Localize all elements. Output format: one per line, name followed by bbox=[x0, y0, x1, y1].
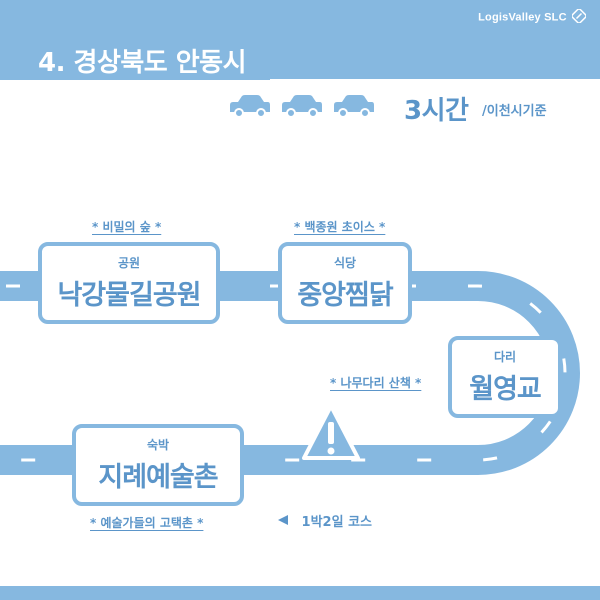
warning-icon bbox=[302, 404, 360, 460]
car-icon bbox=[282, 95, 322, 118]
stop-note-lodging: * 예술가들의 고택촌 * bbox=[90, 516, 204, 530]
logo-mark-icon bbox=[571, 8, 587, 26]
stop-name: 낙강물길공원 bbox=[57, 280, 201, 311]
stop-box-lodging: 숙박 지례예술촌 bbox=[72, 424, 244, 506]
car-icon-row bbox=[230, 95, 374, 118]
footer-band bbox=[0, 586, 600, 600]
stop-category: 다리 bbox=[493, 350, 517, 364]
stop-name: 월영교 bbox=[469, 374, 542, 405]
stop-note-park: * 비밀의 숲 * bbox=[92, 220, 162, 234]
car-icon bbox=[334, 95, 374, 118]
stop-box-park: 공원 낙강물길공원 bbox=[38, 242, 220, 324]
stop-box-restaurant: 식당 중앙찜닭 bbox=[278, 242, 412, 324]
stop-box-bridge: 다리 월영교 bbox=[448, 336, 562, 418]
brand: LogisValley SLC bbox=[478, 8, 587, 26]
brand-name: LogisValley SLC bbox=[478, 11, 567, 24]
stop-category: 식당 bbox=[333, 256, 357, 270]
course-label-row: 1박2일 코스 bbox=[277, 511, 372, 530]
stop-category: 숙박 bbox=[146, 438, 170, 452]
travel-time: 3시간 bbox=[404, 96, 469, 126]
course-label: 1박2일 코스 bbox=[301, 515, 372, 530]
car-icon bbox=[230, 95, 270, 118]
stop-note-restaurant: * 백종원 초이스 * bbox=[294, 220, 386, 234]
header-line bbox=[0, 76, 600, 79]
stop-name: 지례예술촌 bbox=[98, 462, 218, 493]
page-title: 4. 경상북도 안동시 bbox=[38, 48, 247, 78]
title-tab bbox=[0, 40, 270, 80]
stop-note-bridge: * 나무다리 산책 * bbox=[330, 376, 422, 390]
stop-name: 중앙찜닭 bbox=[297, 280, 393, 311]
travel-note: /이천시기준 bbox=[482, 104, 547, 119]
stop-category: 공원 bbox=[117, 256, 141, 270]
triangle-left-icon bbox=[277, 514, 289, 530]
